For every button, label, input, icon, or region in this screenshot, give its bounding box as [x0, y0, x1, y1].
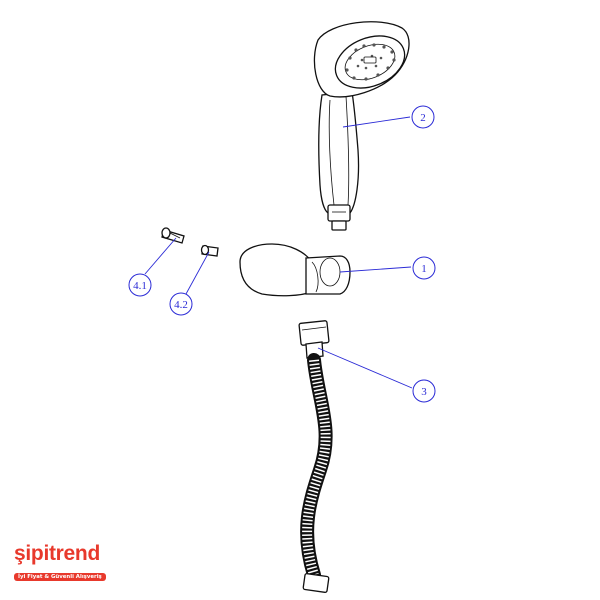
- callout-1: 1: [412, 256, 436, 280]
- callout-2: 2: [411, 105, 435, 129]
- callout-4-1: 4.1: [128, 273, 152, 297]
- callout-3-leader: [317, 347, 413, 389]
- brand-name: şipitrend: [14, 542, 100, 565]
- callout-4-2-label: 4.2: [174, 299, 188, 311]
- flexible-hose-part: [298, 320, 333, 593]
- screw-part: [161, 227, 185, 244]
- callout-1-label: 1: [421, 263, 427, 275]
- brand-watermark: şipitrend İyi Fiyat & Güvenli Alışveriş: [14, 543, 124, 583]
- callout-4-2: 4.2: [169, 292, 193, 316]
- callout-4-1-label: 4.1: [133, 280, 147, 292]
- callout-1-leader: [339, 266, 412, 273]
- callout-4-2-leader: [185, 251, 210, 295]
- wall-plug-part: [200, 244, 219, 257]
- callout-4-1-leader: [144, 237, 177, 275]
- callout-2-leader: [342, 116, 411, 128]
- callout-2-label: 2: [420, 112, 426, 124]
- callout-3: 3: [412, 379, 436, 403]
- brand-tagline: İyi Fiyat & Güvenli Alışveriş: [14, 573, 106, 581]
- callout-3-label: 3: [421, 386, 427, 398]
- hand-shower-head-part: [313, 21, 410, 231]
- shower-holder-part: [239, 243, 351, 297]
